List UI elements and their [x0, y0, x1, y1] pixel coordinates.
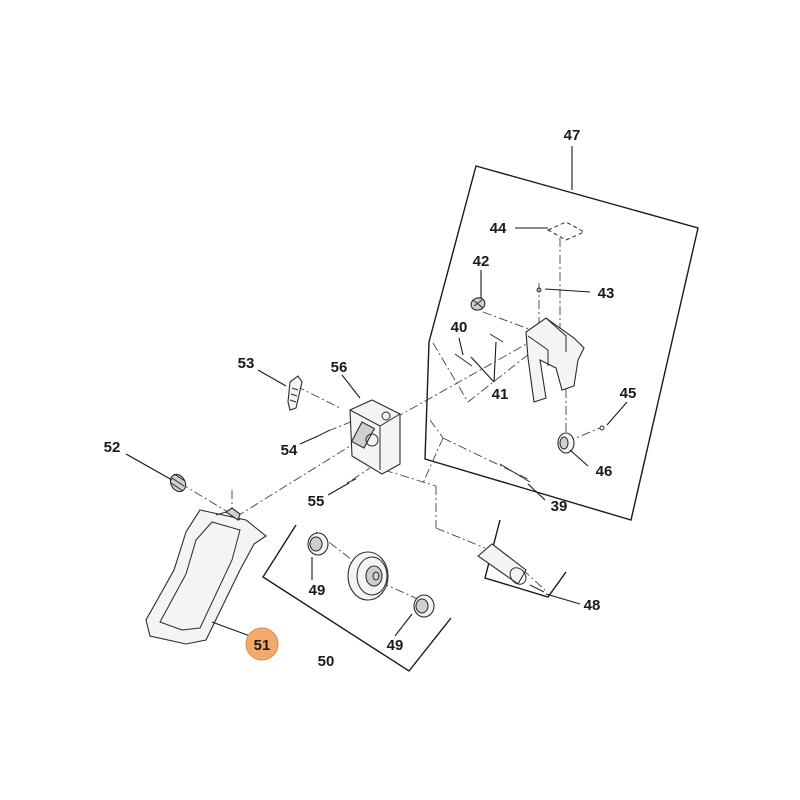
callout-56[interactable]: 56	[331, 359, 348, 376]
leader-lines	[125, 146, 628, 637]
part-55-pin	[346, 478, 357, 484]
callout-53[interactable]: 53	[238, 355, 255, 372]
callout-48[interactable]: 48	[584, 597, 601, 614]
part-44-plate	[546, 221, 586, 241]
callout-52[interactable]: 52	[104, 439, 121, 456]
part-43-pin	[536, 287, 542, 293]
callout-45[interactable]: 45	[620, 385, 637, 402]
callout-54[interactable]: 54	[281, 442, 298, 459]
part-53-clip	[287, 375, 303, 411]
part-49-bearing-upper	[307, 532, 329, 556]
callout-55[interactable]: 55	[308, 493, 325, 510]
callout-49-upper[interactable]: 49	[309, 582, 326, 599]
part-45-pin	[599, 425, 605, 431]
callout-51[interactable]: 51	[254, 637, 271, 654]
part-54-pin	[317, 429, 331, 437]
callout-51-highlight[interactable]	[245, 627, 279, 661]
part-40-pin	[454, 353, 473, 367]
part-50-pulley	[347, 551, 389, 601]
part-52-spring	[169, 473, 187, 493]
part-49-bearing-lower	[413, 594, 435, 618]
part-47-bracket	[525, 317, 585, 403]
part-42-spring	[470, 297, 486, 311]
part-41-pin	[489, 333, 504, 343]
part-56-housing-block	[349, 399, 401, 475]
callout-39[interactable]: 39	[551, 498, 568, 515]
part-48-cylinder	[477, 543, 545, 593]
group-box-50	[262, 524, 452, 672]
callout-50[interactable]: 50	[318, 653, 335, 670]
callout-43[interactable]: 43	[598, 285, 615, 302]
callout-40[interactable]: 40	[451, 319, 468, 336]
callout-44[interactable]: 44	[490, 220, 507, 237]
callout-49-lower[interactable]: 49	[387, 637, 404, 654]
group-box-47	[424, 165, 699, 521]
callout-labels: 47 44 42 43 40 41 45 46 39 48 49 49 50 5…	[104, 127, 637, 670]
part-51-trigger-lever	[145, 507, 267, 645]
callout-42[interactable]: 42	[473, 253, 490, 270]
callout-41[interactable]: 41	[492, 386, 509, 403]
callout-46[interactable]: 46	[596, 463, 613, 480]
part-46-roller	[557, 432, 575, 454]
part-39-pin	[499, 463, 531, 483]
callout-47[interactable]: 47	[564, 127, 581, 144]
